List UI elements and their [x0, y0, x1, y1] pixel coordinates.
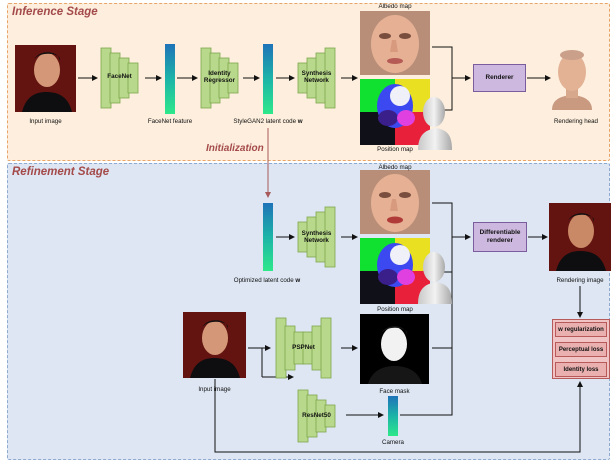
differentiable-renderer-box: Differentiable renderer: [473, 222, 527, 252]
loss-perceptual: Perceptual loss: [555, 342, 607, 357]
position-map-inference: [360, 79, 430, 145]
loss-w-regularization: w regularization: [555, 322, 607, 337]
renderer-box: Renderer: [473, 64, 526, 92]
latent-code-bar: [263, 44, 273, 114]
rendering-image-label: Rendering image: [556, 277, 604, 284]
rendering-head: [552, 50, 592, 110]
input-portrait-refine: [183, 312, 246, 378]
refinement-input-label: Input image: [198, 386, 231, 393]
face-mask-image: [360, 314, 429, 384]
synthesis-network-block-refine: [297, 206, 336, 268]
facenet-feature-bar: [165, 44, 175, 114]
wire-camera-up: [400, 272, 453, 416]
synthesis-network-label-inference: Synthesis Network: [301, 70, 332, 85]
camera-bar: [388, 396, 398, 436]
arrow-input-to-losses: [214, 379, 583, 453]
resnet50-block: [297, 389, 336, 443]
albedo-map-refine: [360, 170, 430, 234]
optimized-latent-bar: [263, 203, 273, 271]
identity-regressor-block: [200, 47, 239, 109]
initialization-label: Initialization: [206, 143, 264, 154]
facenet-feature-label: FaceNet feature: [147, 118, 193, 125]
resnet50-label: ResNet50: [302, 412, 331, 419]
stylegan-latent-label: StyleGAN2 latent code w: [233, 118, 303, 125]
position-map-label-refine: Position map: [377, 306, 413, 313]
synthesis-network-block-inference: [297, 47, 336, 109]
position-map-label-inference: Position map: [377, 146, 413, 153]
inference-stage-title: Inference Stage: [12, 6, 98, 18]
gray-bust-refine: [418, 252, 452, 304]
facenet-label: FaceNet: [107, 73, 132, 80]
position-map-refine: [360, 238, 430, 304]
face-mask-label: Face mask: [379, 388, 410, 395]
rendering-head-label: Rendering head: [553, 118, 599, 125]
input-portrait-inference: [15, 45, 76, 112]
albedo-map-inference: [360, 11, 430, 75]
pspnet-block: [275, 317, 332, 379]
synthesis-network-label-refine: Synthesis Network: [301, 230, 332, 245]
albedo-map-label-inference: Albedo map: [378, 3, 412, 10]
optimized-latent-label: Optimized latent code w: [233, 277, 301, 284]
camera-label: Camera: [381, 439, 404, 446]
loss-panel: w regularization Perceptual loss Identit…: [552, 319, 610, 379]
identity-regressor-label: Identity Regressor: [203, 70, 236, 85]
inference-input-label: Input image: [29, 118, 62, 125]
gray-bust-inference: [418, 97, 452, 150]
pspnet-label: PSPNet: [292, 344, 315, 351]
refinement-stage-title: Refinement Stage: [12, 166, 110, 178]
albedo-map-label-refine: Albedo map: [378, 164, 412, 171]
rendering-image-portrait: [549, 203, 611, 271]
facenet-block: [100, 47, 139, 109]
loss-identity: Identity loss: [555, 362, 607, 377]
